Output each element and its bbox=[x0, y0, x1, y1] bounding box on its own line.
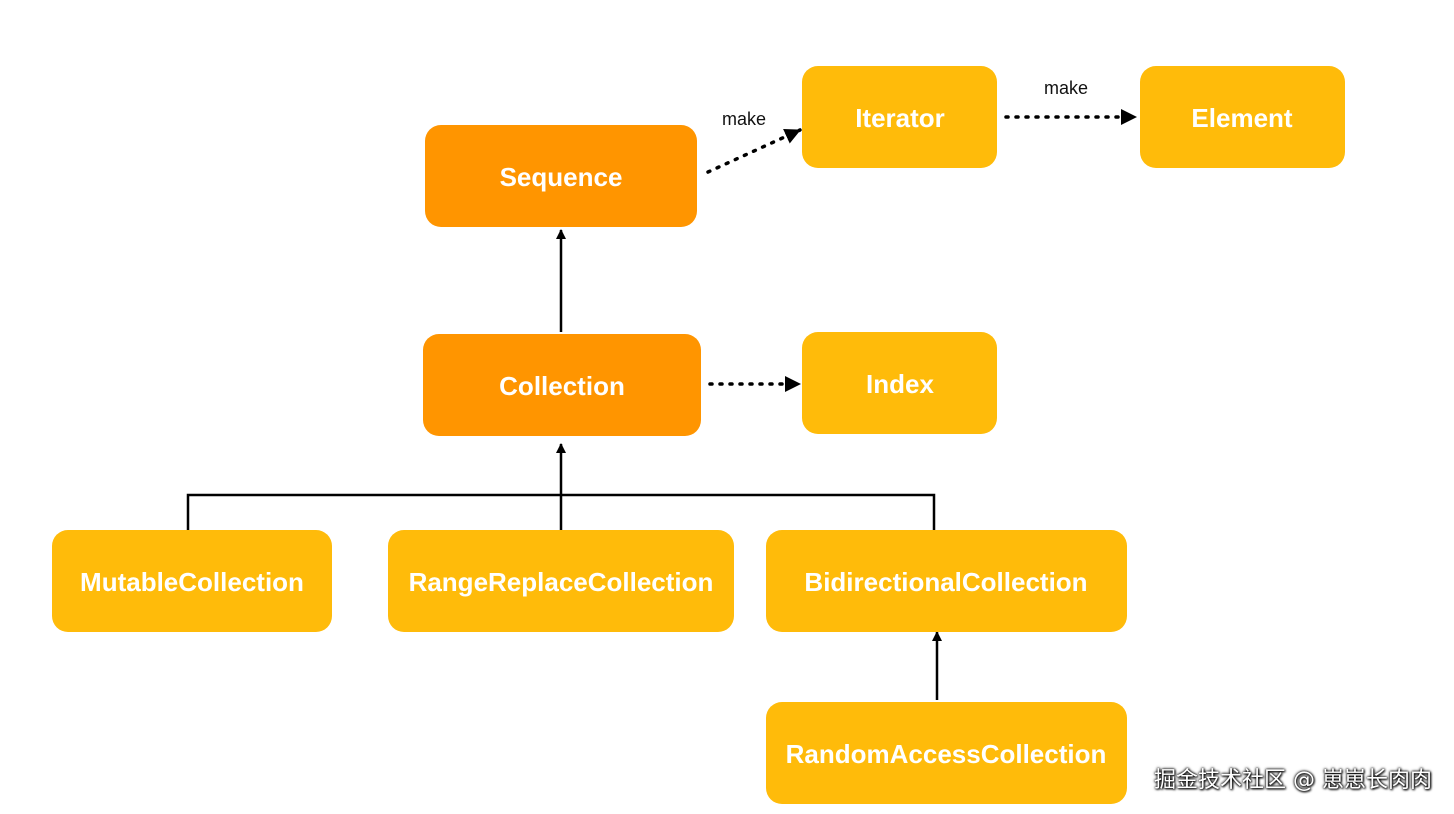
svg-text:RangeReplaceCollection: RangeReplaceCollection bbox=[409, 567, 714, 597]
svg-text:Iterator: Iterator bbox=[855, 103, 945, 133]
nodes: Sequence Iterator Element Collection Ind… bbox=[52, 66, 1345, 804]
node-mutable-collection: MutableCollection bbox=[52, 530, 332, 632]
svg-text:Sequence: Sequence bbox=[500, 162, 623, 192]
svg-text:RandomAccessCollection: RandomAccessCollection bbox=[786, 739, 1107, 769]
edges: make make bbox=[186, 78, 1138, 700]
svg-text:MutableCollection: MutableCollection bbox=[80, 567, 304, 597]
node-collection: Collection bbox=[423, 334, 701, 436]
node-range-replace-collection: RangeReplaceCollection bbox=[388, 530, 734, 632]
node-index: Index bbox=[802, 332, 997, 434]
svg-text:BidirectionalCollection: BidirectionalCollection bbox=[804, 567, 1087, 597]
node-element: Element bbox=[1140, 66, 1345, 168]
svg-text:Index: Index bbox=[866, 369, 934, 399]
edge-sequence-iterator bbox=[706, 128, 802, 174]
node-iterator: Iterator bbox=[802, 66, 997, 168]
node-bidirectional-collection: BidirectionalCollection bbox=[766, 530, 1127, 632]
edge-label-iterator-element: make bbox=[1044, 78, 1088, 98]
node-sequence: Sequence bbox=[425, 125, 697, 227]
edge-label-sequence-iterator: make bbox=[722, 109, 766, 129]
svg-text:Element: Element bbox=[1191, 103, 1292, 133]
watermark: 掘金技术社区 @ 崽崽长肉肉 bbox=[1154, 768, 1432, 793]
node-random-access-collection: RandomAccessCollection bbox=[766, 702, 1127, 804]
svg-text:Collection: Collection bbox=[499, 371, 625, 401]
